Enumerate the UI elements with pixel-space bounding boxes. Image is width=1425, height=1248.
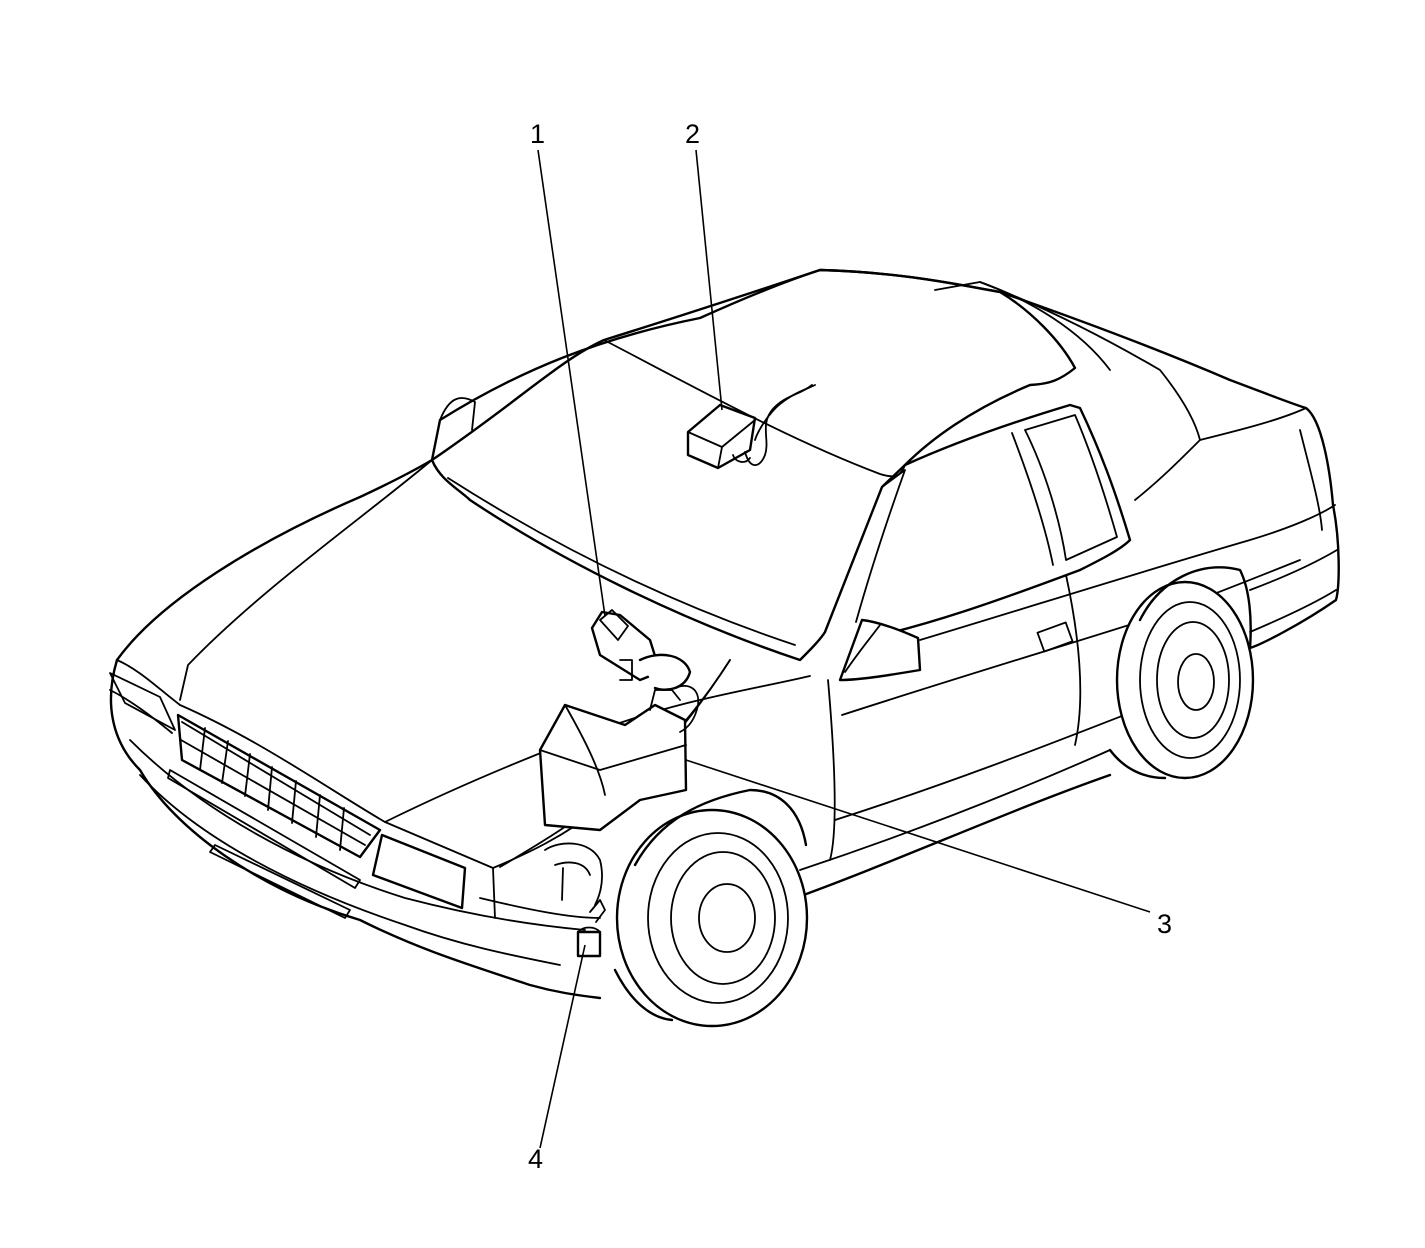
component-4-sensor [544,842,606,958]
component-2-module [686,384,816,470]
callout-labels: 1 2 3 4 [528,119,1172,1174]
front-wheel [613,788,809,1028]
leader-line-1 [537,149,606,617]
grille-bars [199,727,345,851]
callout-label-1: 1 [530,119,545,149]
leader-lines [537,149,1151,1149]
leader-line-3 [685,759,1151,913]
component-1-module [590,609,692,691]
callout-label-4: 4 [528,1144,543,1174]
callout-label-3: 3 [1157,909,1172,939]
leader-line-2 [695,149,723,411]
component-3-module [538,685,700,832]
leader-line-4 [539,944,586,1149]
callout-label-2: 2 [685,119,700,149]
car-body [109,268,1340,1000]
rear-wheel [1108,566,1255,780]
